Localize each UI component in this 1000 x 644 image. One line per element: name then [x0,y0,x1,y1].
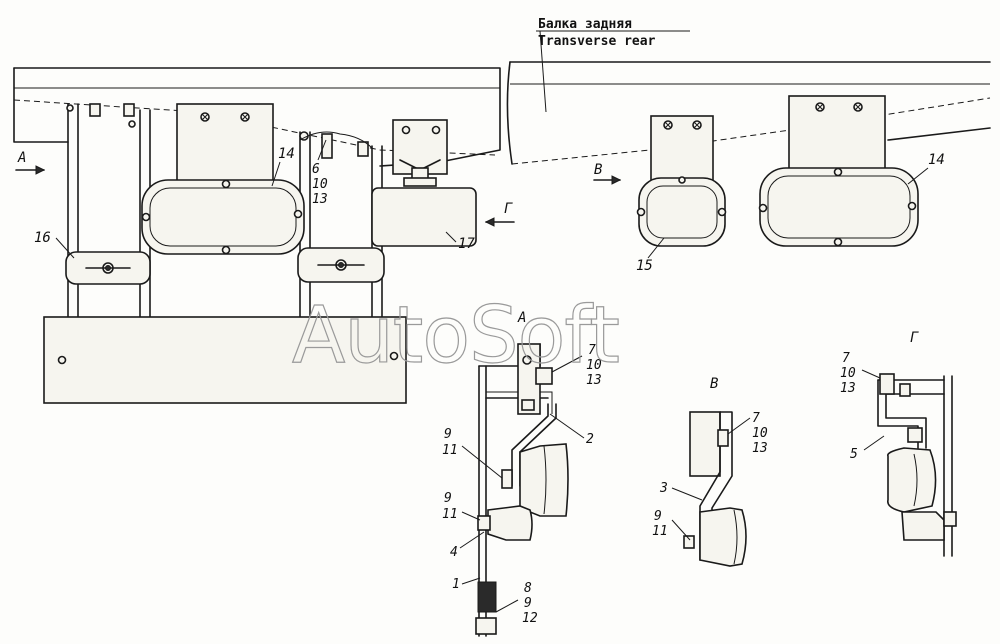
view-g-title: Г [910,330,919,346]
callout-8: 8 [524,581,532,596]
marker-lamp-16-right [297,247,385,283]
view-g-detail [877,373,957,557]
callout-11-d: 11 [652,524,668,539]
callout-7-g: 7 [842,351,850,366]
callout-10-g: 10 [840,366,856,381]
view-arrow-g [484,217,515,227]
callout-15: 15 [636,258,653,274]
callout-2: 2 [586,432,594,447]
view-b-leaders [671,417,751,541]
license-plate [43,316,407,404]
lamp-14-left-bracket [176,103,274,183]
marker-lamp-16-left [65,251,151,285]
view-b-title: B [710,376,718,392]
arrow-b-label: B [594,162,602,178]
callout-13: 13 [312,192,328,207]
callout-7-a: 7 [588,343,596,358]
callout-6: 6 [312,162,320,177]
view-g-leaders [861,369,885,451]
callout-7-b: 7 [752,411,760,426]
callout-12: 12 [522,611,538,626]
view-b-detail [683,411,747,567]
view-a-leaders [459,355,585,613]
arrow-a-label: A [17,150,26,166]
view-a-detail [475,343,569,637]
callout-11-b: 11 [442,507,458,522]
callout-1: 1 [452,577,460,592]
callout-9-c: 9 [524,596,532,611]
callout-10-b: 10 [752,426,768,441]
callout-9-a: 9 [444,427,452,442]
callout-10: 10 [312,177,328,192]
callout-4: 4 [450,545,458,560]
callout-13-g: 13 [840,381,856,396]
rear-beam-right [506,61,991,165]
view-arrow-b [593,175,622,185]
callout-14-left: 14 [278,146,295,162]
callout-14-right: 14 [928,152,945,168]
callout-11-a: 11 [442,443,458,458]
lamp-14-left [141,179,305,255]
view-a-title: A [517,310,526,326]
callout-16: 16 [34,230,51,246]
callout-3: 3 [659,481,668,496]
watermark: AutoSoft [292,291,619,381]
callout-13-b: 13 [752,441,768,456]
callout-17: 17 [458,236,475,252]
callout-9-d: 9 [654,509,662,524]
title-line-1: Балка задняя [538,17,632,32]
title-line-2: Transverse rear [538,34,656,49]
callout-9-b: 9 [444,491,452,506]
lamp-14-right-assembly [758,95,919,247]
lamp-15-assembly [636,115,727,247]
lamp-17-assembly [371,119,477,247]
view-arrow-a [15,165,46,175]
callout-13-a: 13 [586,373,602,388]
title-leader [536,30,690,113]
callout-5: 5 [850,447,858,462]
callout-10-a: 10 [586,358,602,373]
arrow-g-label: Г [504,201,513,217]
